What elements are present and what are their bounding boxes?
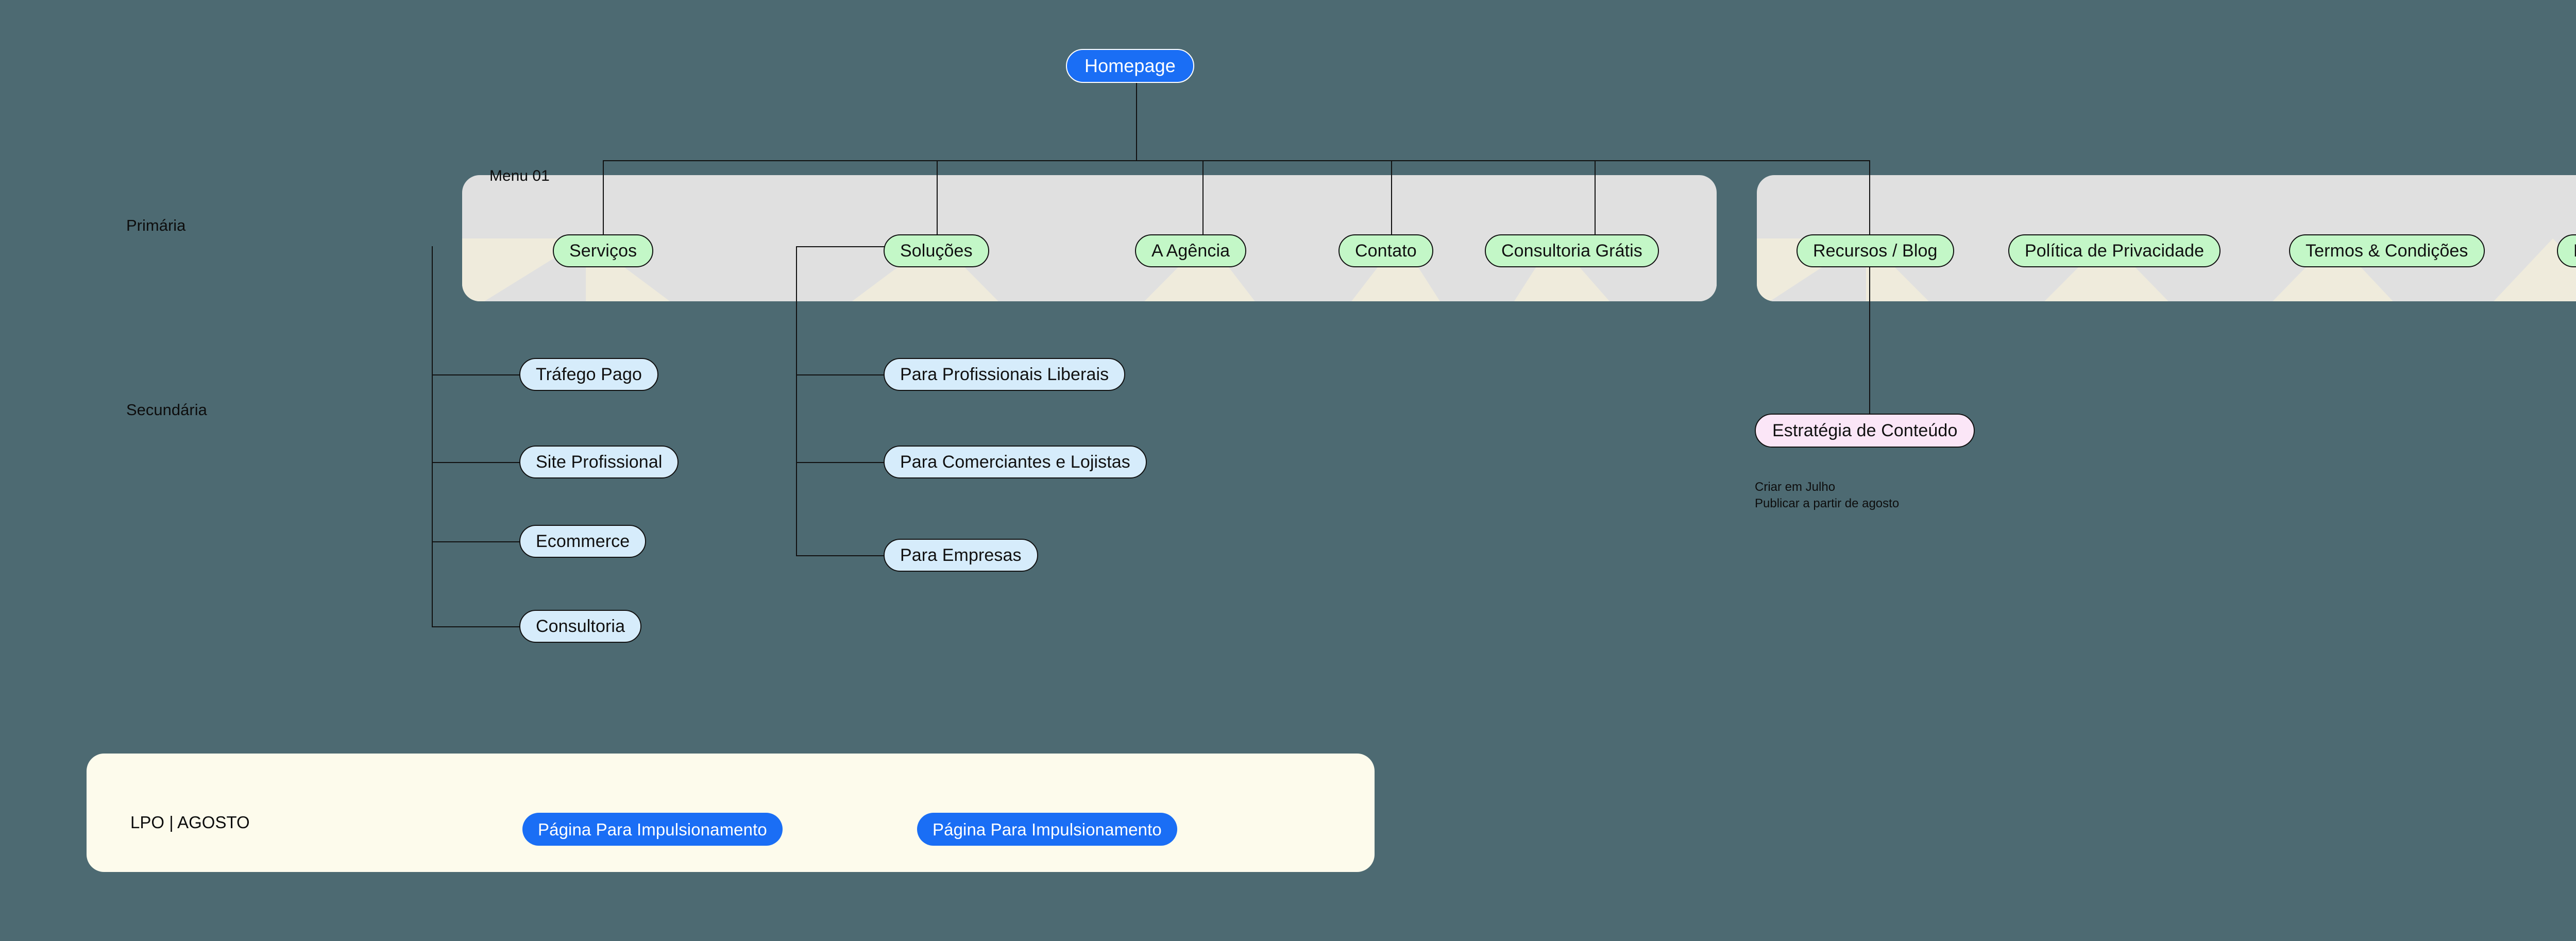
connector-branch-empresas xyxy=(796,555,890,556)
node-solucoes[interactable]: Soluções xyxy=(884,234,989,267)
row-label-secundaria: Secundária xyxy=(126,401,207,419)
node-trafego-pago[interactable]: Tráfego Pago xyxy=(519,358,658,391)
node-consultoria[interactable]: Consultoria xyxy=(519,610,642,643)
connector-spine-solucoes xyxy=(796,246,797,555)
connector-branch-consultoria xyxy=(432,626,526,627)
connector-branch-site-profissional xyxy=(432,462,526,463)
node-homepage[interactable]: Homepage xyxy=(1066,49,1194,83)
lpo-button-1[interactable]: Página Para Impulsionamento xyxy=(522,813,783,846)
content-strategy-note: Criar em Julho Publicar a partir de agos… xyxy=(1755,480,1900,511)
connector-drop-agencia xyxy=(1202,160,1204,251)
node-para-comerciantes-lojistas[interactable]: Para Comerciantes e Lojistas xyxy=(884,446,1147,478)
node-consultoria-gratis[interactable]: Consultoria Grátis xyxy=(1485,234,1659,267)
connector-drop-contato xyxy=(1391,160,1392,251)
node-para-empresas[interactable]: Para Empresas xyxy=(884,539,1038,572)
node-contato[interactable]: Contato xyxy=(1338,234,1433,267)
node-recursos-blog[interactable]: Recursos / Blog xyxy=(1797,234,1954,267)
connector-drop-solucoes xyxy=(937,160,938,251)
node-para-profissionais-liberais[interactable]: Para Profissionais Liberais xyxy=(884,358,1126,391)
node-termos-condicoes[interactable]: Termos & Condições xyxy=(2289,234,2485,267)
node-servicos[interactable]: Serviços xyxy=(553,234,654,267)
node-a-agencia[interactable]: A Agência xyxy=(1135,234,1247,267)
row-label-primaria: Primária xyxy=(126,216,186,234)
connector-branch-comerciantes-lojistas xyxy=(796,462,890,463)
lpo-title: LPO | AGOSTO xyxy=(130,813,250,832)
connector-drop-recursos-blog xyxy=(1869,160,1870,433)
connector-homepage-stem xyxy=(1136,83,1137,161)
node-site-profissional[interactable]: Site Profissional xyxy=(519,446,679,478)
primary-band-label: Menu 01 xyxy=(489,167,550,184)
node-estrategia-de-conteudo[interactable]: Estratégia de Conteúdo xyxy=(1755,414,1975,448)
node-ecommerce[interactable]: Ecommerce xyxy=(519,525,647,558)
connector-drop-servicos xyxy=(603,160,604,251)
lpo-button-2[interactable]: Página Para Impulsionamento xyxy=(917,813,1177,846)
connector-branch-solucoes-top xyxy=(796,246,890,247)
connector-spine-servicos xyxy=(432,246,433,627)
connector-bus-primary xyxy=(603,160,1870,161)
connector-branch-ecommerce xyxy=(432,541,526,542)
node-politica-privacidade[interactable]: Política de Privacidade xyxy=(2008,234,2221,267)
connector-branch-trafego-pago xyxy=(432,374,526,375)
connector-drop-consultoria xyxy=(1595,160,1596,251)
connector-branch-profissionais-liberais xyxy=(796,374,890,375)
